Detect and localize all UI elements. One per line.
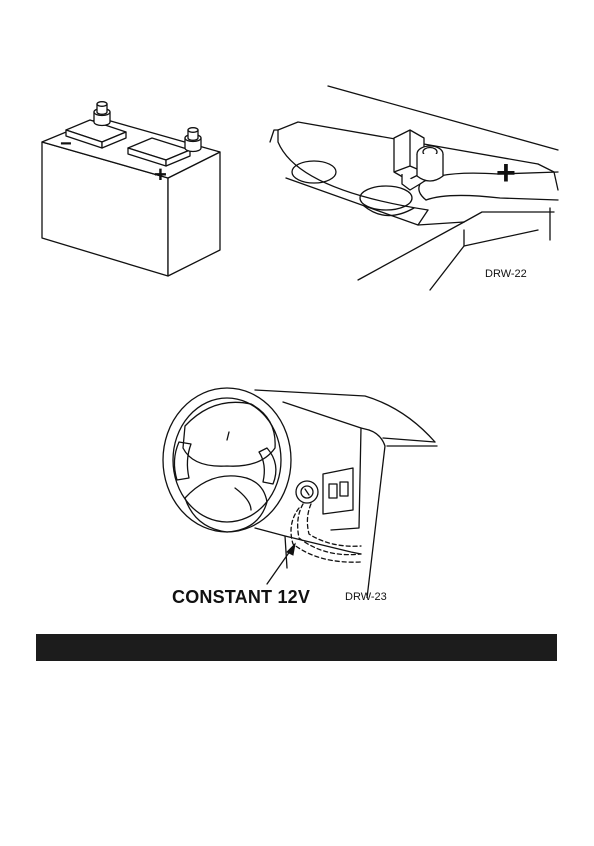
positive-terminal-symbol: + [496, 154, 516, 192]
constant-12v-callout: CONSTANT 12V [172, 587, 310, 608]
dashboard-illustration [155, 368, 445, 598]
section-header-bar [36, 634, 557, 661]
figure-caption-drw23: DRW-23 [345, 591, 387, 603]
negative-terminal-symbol: − [60, 133, 72, 155]
terminal-connection-illustration: + [268, 80, 574, 292]
battery-illustration: − + [30, 90, 230, 280]
positive-terminal-symbol: + [154, 162, 167, 187]
figure-caption-drw22: DRW-22 [485, 268, 527, 280]
